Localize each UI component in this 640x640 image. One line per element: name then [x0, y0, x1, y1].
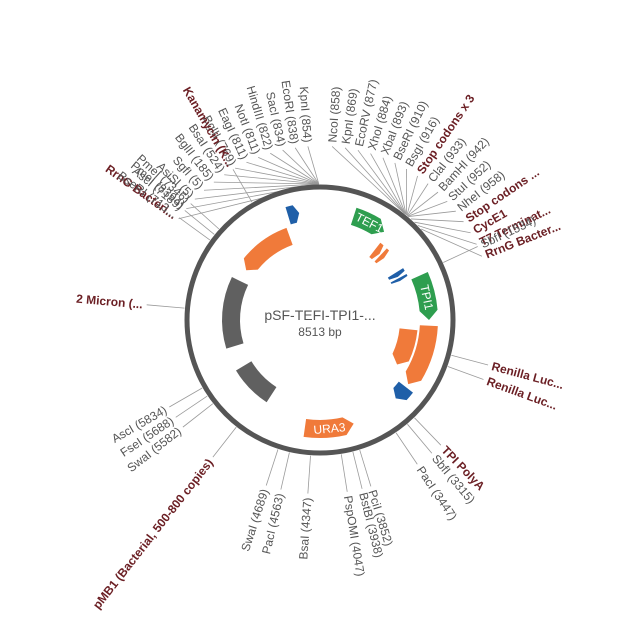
leader-line — [407, 191, 439, 217]
leader-line — [406, 175, 418, 216]
leader-line — [258, 156, 319, 185]
feature-TEF1[interactable] — [350, 207, 385, 235]
leader-line — [451, 354, 489, 366]
leader-line — [408, 210, 456, 217]
feature-label-URA3: URA3 — [313, 420, 346, 437]
leader-line — [265, 449, 279, 486]
leader-line — [417, 225, 477, 245]
leader-line — [235, 167, 319, 185]
leader-line — [184, 210, 215, 235]
leader-line — [414, 221, 471, 234]
leader-line — [447, 366, 484, 380]
leader-line — [212, 426, 237, 458]
restriction-site-label: KpnI (854) — [297, 86, 315, 143]
leader-line — [246, 161, 319, 185]
feature-2-micron[interactable] — [222, 277, 249, 349]
leader-line — [414, 417, 442, 446]
feature-pmb1-origin[interactable] — [235, 361, 277, 403]
feature-kanamycin[interactable] — [243, 227, 293, 271]
restriction-site-label: NcoI (858) — [325, 86, 343, 143]
leader-line — [169, 387, 203, 408]
feature-stop-codons-x3[interactable] — [369, 242, 384, 260]
feature-cyce1[interactable] — [374, 248, 390, 264]
leader-line — [352, 451, 363, 489]
feature-t7-terminator[interactable] — [387, 268, 405, 280]
feature-name-label: 2 Micron (... — [76, 292, 144, 312]
leader-line — [357, 149, 406, 215]
leader-line — [407, 423, 433, 454]
leader-line — [344, 147, 405, 214]
leader-line — [270, 152, 320, 185]
leader-line — [146, 304, 185, 309]
leader-line — [406, 183, 429, 216]
leader-line — [178, 217, 211, 241]
leader-line — [395, 432, 418, 465]
leader-line — [331, 146, 405, 214]
leader-line — [224, 174, 319, 185]
leader-line — [340, 454, 348, 492]
plasmid-name: pSF-TEFI-TPI1-... — [264, 307, 375, 323]
feature-renilla-luc-1[interactable] — [405, 325, 438, 385]
leader-line — [307, 146, 320, 185]
feature-rrng-bacterial[interactable] — [285, 205, 300, 225]
leader-line — [394, 162, 407, 215]
feature-renilla-luc-2[interactable] — [392, 328, 418, 365]
feature-TPI1[interactable] — [411, 272, 438, 320]
leader-line — [294, 147, 320, 185]
leader-line — [443, 246, 478, 263]
plasmid-length: 8513 bp — [298, 325, 342, 339]
leader-line — [370, 153, 406, 215]
feature-rrng-terminator[interactable] — [390, 273, 408, 284]
leader-line — [280, 452, 290, 490]
leader-line — [282, 149, 320, 185]
feature-name-label: pMB1 (Bacterial, 500-800 copies) — [90, 456, 216, 612]
feature-tpi-polya[interactable] — [393, 381, 413, 401]
label-layer: KpnI (854)EcoRI (838)SacI (834)HindIII (… — [76, 78, 566, 612]
backbone-ring — [184, 184, 456, 456]
leader-line — [182, 403, 214, 428]
feature-label-TPI1: TPI1 — [417, 283, 436, 311]
leader-line — [307, 455, 311, 494]
leader-line — [359, 449, 372, 487]
inner-backbone-gap — [193, 193, 447, 447]
leader-line — [407, 200, 448, 217]
outer-backbone-circle — [184, 184, 456, 456]
leader-line — [175, 395, 208, 418]
leader-line — [204, 183, 319, 191]
leader-line — [410, 218, 464, 223]
leader-line — [232, 169, 253, 203]
restriction-site-label: BsaI (4347) — [296, 497, 314, 560]
leader-line — [420, 228, 483, 257]
feature-URA3[interactable] — [303, 417, 354, 438]
leader-line — [213, 181, 319, 185]
leader-line — [382, 157, 407, 215]
leader-line — [190, 203, 220, 230]
